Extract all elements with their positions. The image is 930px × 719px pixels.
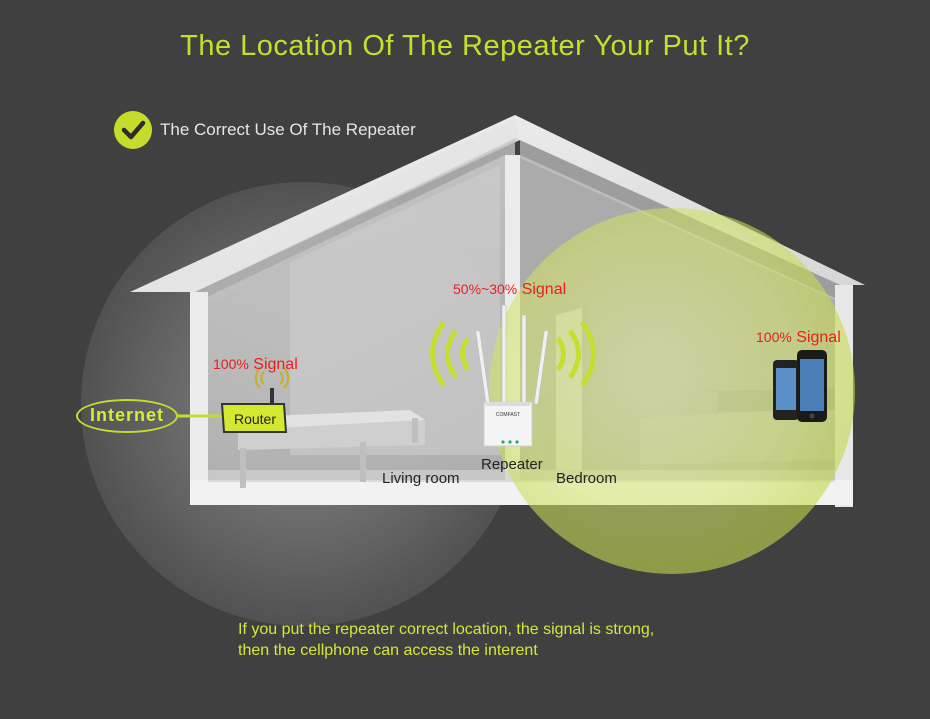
repeater-signal-percent: 50%~30% (453, 281, 518, 297)
router-label: Router (233, 411, 277, 427)
phones-signal-label: 100% Signal (756, 329, 841, 347)
repeater-label: Repeater (481, 456, 543, 473)
repeater-coverage-circle (489, 208, 855, 574)
phones-signal-word: Signal (796, 329, 841, 346)
check-badge (114, 111, 152, 149)
router-signal-percent: 100% (213, 356, 249, 372)
footer-line-2: then the cellphone can access the intere… (238, 642, 538, 659)
repeater-signal-label: 50%~30% Signal (453, 281, 566, 299)
bedroom-label: Bedroom (556, 470, 617, 487)
internet-label: Internet (89, 405, 164, 425)
smartphone-icon (773, 350, 827, 422)
living-room-label: Living room (382, 470, 460, 487)
router-signal-label: 100% Signal (213, 356, 298, 374)
repeater-signal-word: Signal (521, 281, 567, 298)
router-icon (220, 388, 288, 433)
router-wifi-waves-icon (254, 367, 290, 389)
repeater-brand-text: COMFAST (496, 412, 520, 418)
check-icon (121, 120, 146, 140)
page-title: The Location Of The Repeater Your Put It… (180, 30, 750, 62)
phones-signal-percent: 100% (756, 329, 792, 345)
router-signal-word: Signal (253, 356, 298, 373)
internet-badge: Internet (76, 399, 178, 433)
repeater-icon (475, 304, 549, 447)
footer-line-1: If you put the repeater correct location… (238, 621, 655, 638)
correct-use-label: The Correct Use Of The Repeater (160, 120, 416, 139)
repeater-wifi-waves-icon (430, 321, 596, 387)
footer-caption: If you put the repeater correct location… (238, 619, 654, 661)
